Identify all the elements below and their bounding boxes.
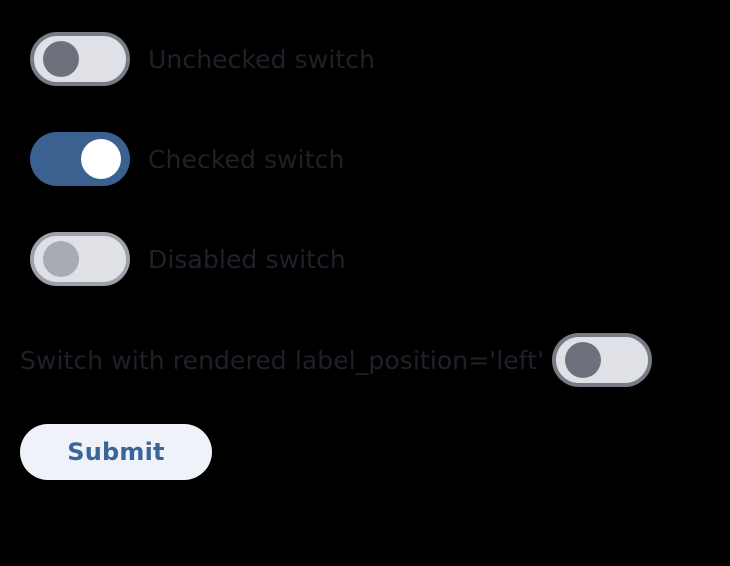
unchecked-switch-label: Unchecked switch xyxy=(148,44,376,74)
submit-button[interactable]: Submit xyxy=(20,424,212,480)
left-label-switch-label: Switch with rendered label_position='lef… xyxy=(20,345,545,375)
disabled-switch-toggle xyxy=(30,232,130,286)
switch-row-left-label: Switch with rendered label_position='lef… xyxy=(20,333,653,387)
switch-thumb-icon xyxy=(565,342,602,378)
switch-thumb-icon xyxy=(81,139,121,179)
checked-switch-toggle[interactable] xyxy=(30,132,130,186)
switch-thumb-icon xyxy=(43,41,79,77)
switch-row-disabled: Disabled switch xyxy=(30,232,346,286)
checked-switch-label: Checked switch xyxy=(148,144,345,174)
unchecked-switch-toggle[interactable] xyxy=(30,32,130,86)
switch-thumb-icon xyxy=(43,241,79,277)
disabled-switch-label: Disabled switch xyxy=(148,244,346,274)
switch-row-unchecked: Unchecked switch xyxy=(30,32,375,86)
switch-row-checked: Checked switch xyxy=(30,132,344,186)
left-label-switch-toggle[interactable] xyxy=(552,333,653,387)
